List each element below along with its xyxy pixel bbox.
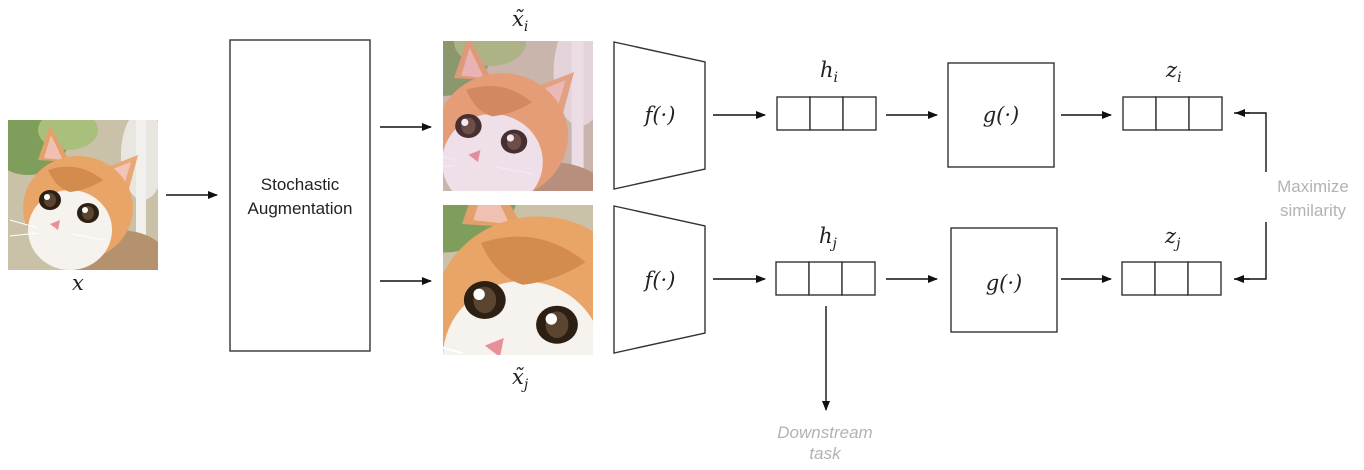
h-j-vector xyxy=(775,261,876,296)
h-j-cell xyxy=(808,261,843,296)
input-symbol: x xyxy=(72,271,84,295)
h-i-cell xyxy=(842,96,877,131)
augmentation-label-line1: Stochastic xyxy=(261,175,340,194)
z-i-cell xyxy=(1155,96,1190,131)
h-j-cell xyxy=(841,261,876,296)
h-i-vector xyxy=(776,96,877,131)
h-i-cell xyxy=(776,96,811,131)
encoder-bottom-label: f(·) xyxy=(643,268,676,292)
z-j-cell xyxy=(1154,261,1189,296)
encoder-top-label: f(·) xyxy=(643,103,676,127)
augmented-view-i xyxy=(443,41,593,191)
z-i-cell xyxy=(1122,96,1157,131)
projection-head-top xyxy=(947,62,1055,168)
z-i-cell xyxy=(1188,96,1223,131)
h-i-symbol: hi xyxy=(820,58,838,86)
projection-bottom-label: g(·) xyxy=(986,271,1023,295)
similarity-label-backdrop xyxy=(1258,172,1364,222)
z-i-symbol: zi xyxy=(1165,58,1182,86)
projection-top-label: g(·) xyxy=(983,103,1020,127)
downstream-label-line2: task xyxy=(809,444,842,463)
z-j-cell xyxy=(1121,261,1156,296)
z-j-cell xyxy=(1187,261,1222,296)
h-j-symbol: hj xyxy=(819,224,838,252)
z-j-symbol: zj xyxy=(1164,224,1181,252)
h-j-cell xyxy=(775,261,810,296)
input-image xyxy=(8,120,158,270)
augmentation-label-line2: Augmentation xyxy=(248,199,353,218)
downstream-label-line1: Downstream xyxy=(777,423,872,442)
encoder-top xyxy=(613,41,706,190)
view-j-symbol: x̃j xyxy=(512,365,529,393)
encoder-bottom xyxy=(613,205,706,354)
z-j-vector xyxy=(1121,261,1222,296)
similarity-label-line2: similarity xyxy=(1280,201,1347,220)
z-i-vector xyxy=(1122,96,1223,131)
view-i-symbol: x̃i xyxy=(512,7,528,35)
augmentation-box xyxy=(229,39,371,352)
projection-head-bottom xyxy=(950,227,1058,333)
h-i-cell xyxy=(809,96,844,131)
similarity-label-line1: Maximize xyxy=(1277,177,1349,196)
